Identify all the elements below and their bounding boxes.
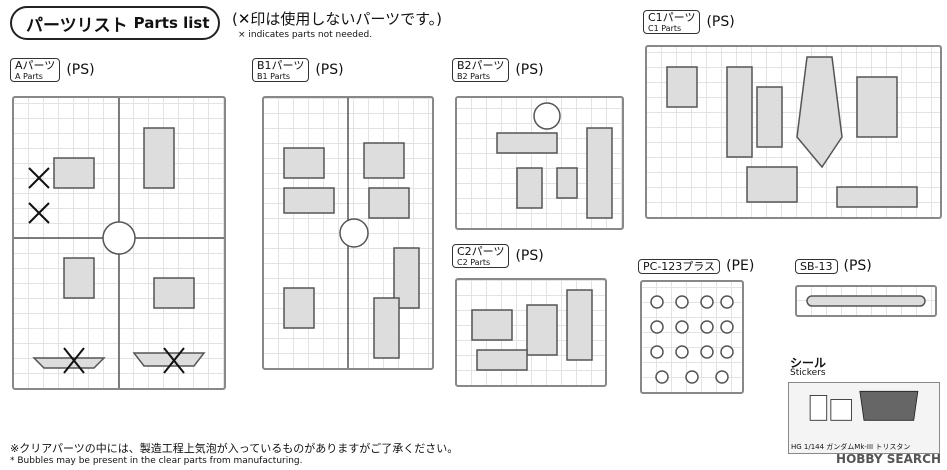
runner-c2-svg	[471, 289, 593, 371]
sticker-caption: HG 1/144 ガンダムMk-III トリスタン	[791, 443, 911, 451]
runner-b2-material: (PS)	[515, 62, 544, 78]
sticker-sheet-svg	[809, 390, 919, 421]
runner-pc-name: PC-123プラス	[638, 258, 721, 274]
runner-b1-svg	[283, 98, 420, 368]
runner-b2-drawing	[455, 96, 624, 230]
stickers-label-en: Stickers	[790, 368, 826, 378]
runner-c1-name: C1パーツ	[648, 11, 696, 24]
title-en: Parts list	[133, 14, 210, 32]
hobby-search-logo: HOBBY SEARCH	[836, 452, 941, 466]
footer-note-en: * Bubbles may be present in the clear pa…	[10, 456, 303, 466]
runner-b1-material: (PS)	[315, 62, 344, 78]
runner-sb-name: SB-13	[795, 258, 838, 274]
runner-a-name-en: A Parts	[15, 72, 43, 81]
runner-c2-drawing	[455, 278, 607, 387]
runner-b1-drawing	[262, 96, 434, 370]
runner-b2-name: B2パーツ	[457, 59, 505, 72]
runner-c1-drawing	[645, 45, 942, 219]
unused-note-jp: (✕印は使用しないパーツです。)	[232, 10, 442, 28]
runner-b1-name: B1パーツ	[257, 59, 305, 72]
runner-c2-material: (PS)	[515, 248, 544, 264]
footer-note-jp: ※クリアパーツの中には、製造工程上気泡が入っているものがありますがご了承ください…	[10, 442, 459, 455]
runner-label-pc: PC-123プラス (PE)	[638, 258, 754, 274]
runner-pc-drawing	[640, 280, 744, 394]
runner-c1-name-en: C1 Parts	[648, 24, 682, 33]
runner-a-drawing	[12, 96, 226, 390]
runner-pc-svg	[650, 295, 734, 384]
parts-list-title: パーツリスト Parts list	[10, 6, 220, 40]
title-jp: パーツリスト	[26, 15, 128, 36]
runner-pc-material: (PE)	[726, 258, 755, 274]
runner-c2-name-en: C2 Parts	[457, 258, 491, 267]
runner-b2-name-en: B2 Parts	[457, 72, 491, 81]
runner-c1-svg	[666, 56, 918, 208]
runner-c2-name: C2パーツ	[457, 245, 505, 258]
runner-sb-drawing	[795, 285, 937, 317]
runner-a-name: Aパーツ	[15, 59, 56, 72]
runner-c1-material: (PS)	[706, 14, 735, 30]
unused-note-en: × indicates parts not needed.	[238, 30, 373, 40]
runner-label-sb: SB-13 (PS)	[795, 258, 872, 274]
stickers-label-jp: シール	[790, 356, 827, 370]
runner-sb-material: (PS)	[843, 258, 872, 274]
runner-sb-svg	[806, 295, 926, 307]
sticker-sheet: HG 1/144 ガンダムMk-III トリスタン	[788, 382, 940, 454]
runner-b1-name-en: B1 Parts	[257, 72, 291, 81]
runner-a-material: (PS)	[66, 62, 95, 78]
runner-b2-svg	[496, 102, 613, 219]
runner-a-svg	[14, 98, 224, 388]
